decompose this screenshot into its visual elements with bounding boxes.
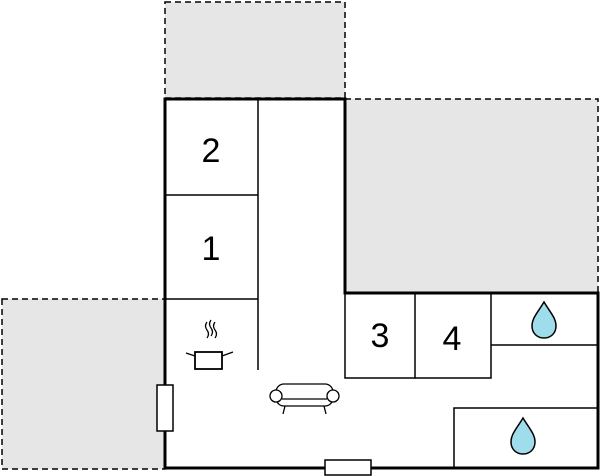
room-4-number: 4 <box>443 320 462 358</box>
room-1-number: 1 <box>202 230 221 268</box>
room-labels: 2 1 3 4 <box>202 132 462 358</box>
terrace-top <box>164 1 346 99</box>
door-south <box>324 459 372 476</box>
water-drop-icon <box>510 416 536 455</box>
exterior-walls <box>163 97 600 470</box>
room-2-number: 2 <box>202 132 221 170</box>
door-west <box>156 384 174 432</box>
wall-room4 <box>415 293 492 379</box>
building-floor <box>165 99 598 468</box>
water-drop-icon <box>531 300 557 339</box>
terrace-left <box>1 298 166 470</box>
wall-room3 <box>344 293 416 379</box>
sofa-icon <box>269 383 340 415</box>
cooking-pot-icon <box>185 319 234 370</box>
room-3-number: 3 <box>371 317 390 355</box>
terrace-right <box>344 98 599 294</box>
wall-bathroom2 <box>453 407 598 468</box>
interior-walls <box>165 99 598 468</box>
